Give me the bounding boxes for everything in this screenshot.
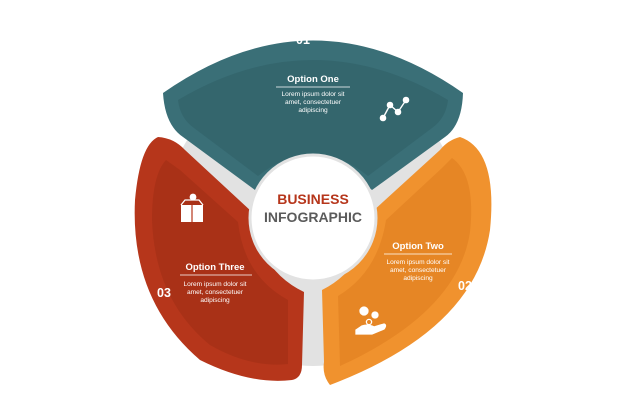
segment-two-desc-3: adipiscing: [403, 275, 433, 282]
segment-three-title: Option Three: [185, 262, 244, 273]
segment-one-desc-3: adipiscing: [298, 107, 328, 114]
segment-three-desc-1: Lorem ipsum dolor sit: [183, 281, 246, 288]
segment-one-desc-1: Lorem ipsum dolor sit: [281, 91, 344, 98]
center-title-line2: INFOGRAPHIC: [264, 209, 362, 225]
segment-one-title: Option One: [287, 74, 339, 85]
hand-coins-icon: [355, 306, 387, 335]
segment-three-desc-2: amet, consectetuer: [187, 289, 244, 296]
segment-three-desc-3: adipiscing: [200, 297, 230, 304]
segment-two-inner-band: [338, 158, 472, 366]
segment-two[interactable]: [322, 137, 492, 385]
segment-two-desc-1: Lorem ipsum dolor sit: [386, 259, 449, 266]
center-title-line1: BUSINESS: [277, 191, 349, 207]
segment-one[interactable]: [163, 40, 463, 191]
segment-two-desc-2: amet, consectetuer: [390, 267, 447, 274]
segment-one-inner-band: [178, 60, 448, 176]
box-dollar-icon: [180, 193, 204, 222]
network-nodes-icon: [379, 96, 410, 122]
segment-one-number: 01: [296, 33, 310, 47]
segment-two-number: 02: [458, 279, 472, 293]
segment-three-number: 03: [157, 286, 171, 300]
segment-two-title: Option Two: [392, 241, 444, 252]
segment-one-desc-2: amet, consectetuer: [285, 99, 342, 106]
center-circle: [248, 153, 378, 283]
